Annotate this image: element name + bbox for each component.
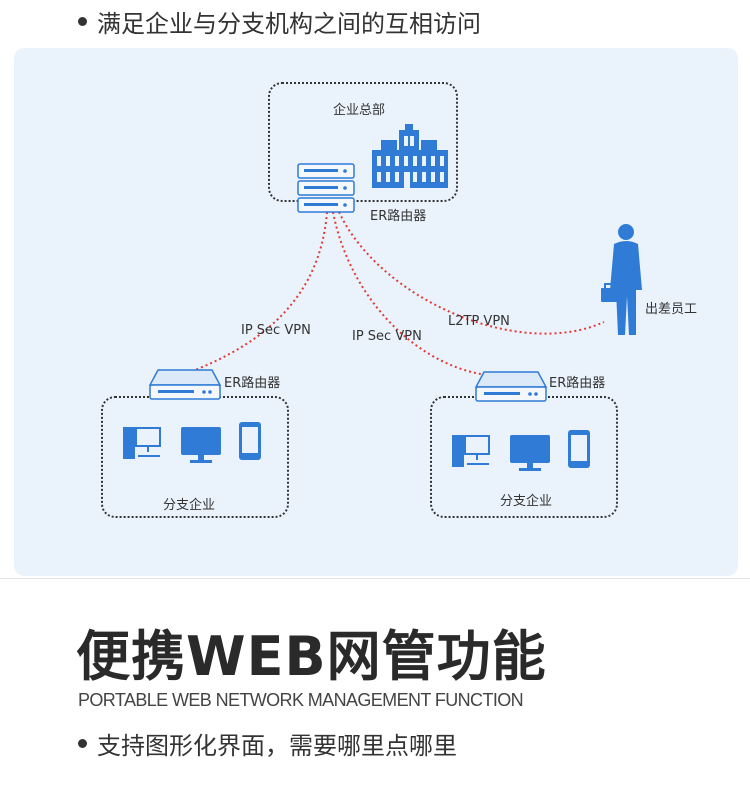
ipsec-right-label: IP Sec VPN bbox=[352, 329, 422, 344]
bullet-dot bbox=[78, 17, 87, 26]
branch-left-router-icon bbox=[148, 369, 222, 400]
building-icon bbox=[372, 124, 448, 188]
traveler-label: 出差员工 bbox=[645, 302, 698, 317]
bullet-dot bbox=[78, 739, 87, 748]
branch-left-site-label: 分支企业 bbox=[163, 498, 216, 513]
hq-router-icon bbox=[297, 163, 355, 213]
section-title: 便携WEB网管功能 bbox=[76, 625, 547, 688]
branch-right-router-icon bbox=[474, 371, 548, 402]
smartphone-icon bbox=[568, 430, 590, 468]
branch-left-router-label: ER路由器 bbox=[224, 376, 281, 391]
feature-bullet-top: 满足企业与分支机构之间的互相访问 bbox=[78, 4, 481, 39]
ipsec-link-right bbox=[332, 211, 496, 377]
hq-label: 企业总部 bbox=[333, 103, 386, 118]
feature-bullet-bottom: 支持图形化界面，需要哪里点哪里 bbox=[78, 726, 457, 761]
business-person-icon bbox=[601, 224, 642, 335]
hq-router-label: ER路由器 bbox=[370, 209, 427, 224]
section-divider bbox=[0, 578, 750, 579]
desktop-computer-icon bbox=[123, 427, 161, 459]
hq-box bbox=[268, 82, 458, 202]
desktop-computer-icon bbox=[452, 435, 490, 467]
monitor-icon bbox=[510, 435, 550, 471]
monitor-icon bbox=[181, 427, 221, 463]
smartphone-icon bbox=[239, 422, 261, 460]
branch-right-site-label: 分支企业 bbox=[500, 494, 553, 509]
section-subtitle: PORTABLE WEB NETWORK MANAGEMENT FUNCTION bbox=[78, 690, 524, 710]
feature-text: 支持图形化界面，需要哪里点哪里 bbox=[97, 732, 457, 760]
ipsec-left-label: IP Sec VPN bbox=[241, 323, 311, 338]
branch-right-router-label: ER路由器 bbox=[549, 376, 606, 391]
ipsec-link-left bbox=[189, 211, 328, 373]
feature-text: 满足企业与分支机构之间的互相访问 bbox=[97, 10, 481, 38]
l2tp-label: L2TP VPN bbox=[448, 314, 510, 329]
